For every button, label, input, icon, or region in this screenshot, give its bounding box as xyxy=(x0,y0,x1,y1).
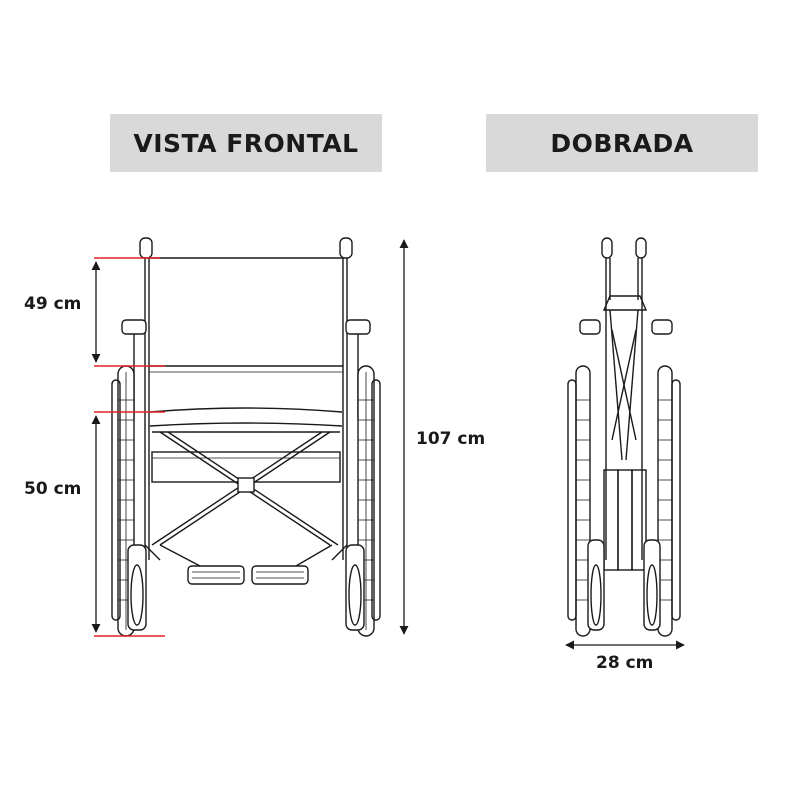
front-view-wheelchair xyxy=(111,237,381,637)
total-height-dimension-label: 107 cm xyxy=(416,429,486,449)
front-view-reference-lines xyxy=(94,257,165,637)
folded-view-wheelchair xyxy=(567,237,681,637)
folded-width-dimension-label: 28 cm xyxy=(596,653,654,673)
front-view-title-box: VISTA FRONTAL xyxy=(110,114,382,172)
folded-view-title-box: DOBRADA xyxy=(486,114,758,172)
backrest-dimension-label: 49 cm xyxy=(24,294,82,314)
seat-height-dimension-label: 50 cm xyxy=(24,479,82,499)
front-view-title: VISTA FRONTAL xyxy=(133,128,359,158)
folded-view-title: DOBRADA xyxy=(550,128,694,158)
